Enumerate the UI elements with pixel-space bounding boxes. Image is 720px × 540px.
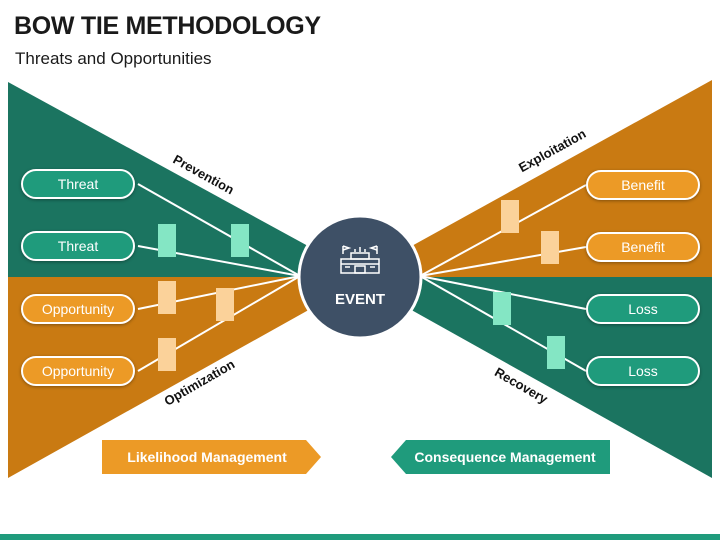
benefit-node: Benefit <box>586 232 700 262</box>
barrier-block <box>541 231 559 264</box>
barrier-block <box>216 288 234 321</box>
opportunity-node: Opportunity <box>21 294 135 324</box>
page-subtitle: Threats and Opportunities <box>15 49 212 68</box>
barrier-block <box>158 338 176 371</box>
barrier-block <box>158 224 176 257</box>
barrier-block <box>158 281 176 314</box>
barrier-block <box>493 292 511 325</box>
loss-node: Loss <box>586 356 700 386</box>
barrier-block <box>231 224 249 257</box>
bottom-accent-bar <box>0 534 720 540</box>
barrier-block <box>501 200 519 233</box>
optimization-wing <box>8 277 330 478</box>
connector-line <box>137 183 301 277</box>
benefit-node: Benefit <box>586 170 700 200</box>
likelihood-arrow <box>102 440 321 474</box>
threat-node: Threat <box>21 169 135 199</box>
consequence-arrow <box>391 440 610 474</box>
event-circle <box>297 214 423 340</box>
exploitation-wing <box>390 80 712 277</box>
recovery-wing <box>390 277 712 478</box>
consequence-management-label: Consequence Management <box>414 449 596 465</box>
page-title: BOW TIE METHODOLOGY <box>14 12 321 40</box>
opportunity-node: Opportunity <box>21 356 135 386</box>
barrier-block <box>547 336 565 369</box>
stadium-icon <box>340 245 380 274</box>
event-label: EVENT <box>334 291 385 308</box>
threat-node: Threat <box>21 231 135 261</box>
likelihood-management-label: Likelihood Management <box>127 449 287 465</box>
loss-node: Loss <box>586 294 700 324</box>
prevention-wing <box>8 82 330 277</box>
